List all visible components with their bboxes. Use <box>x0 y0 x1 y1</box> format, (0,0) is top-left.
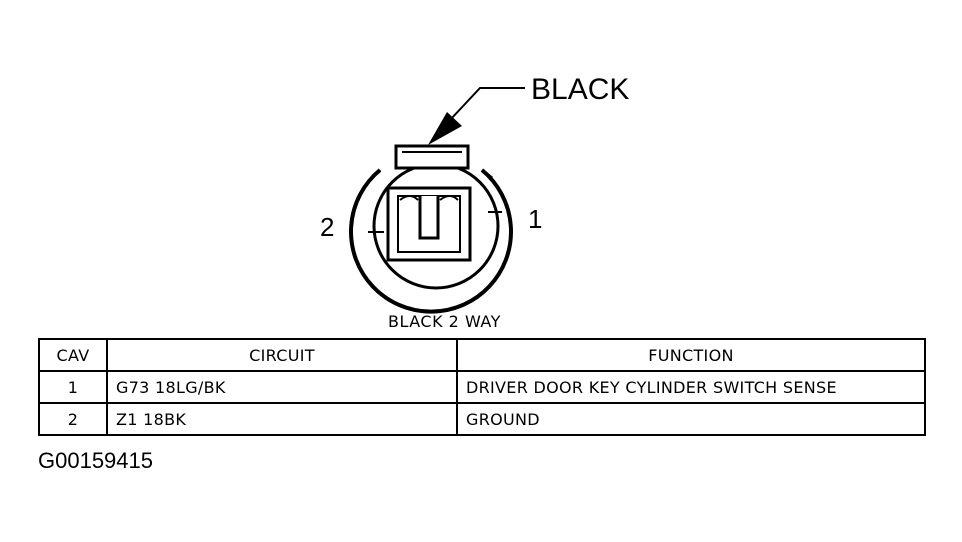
cell-function: DRIVER DOOR KEY CYLINDER SWITCH SENSE <box>456 370 926 404</box>
connector-body <box>349 144 513 314</box>
cell-function: GROUND <box>456 402 926 436</box>
figure-id: G00159415 <box>38 448 153 473</box>
pin-1-label: 1 <box>528 204 542 234</box>
cell-circuit: Z1 18BK <box>106 402 458 436</box>
connector-caption: BLACK 2 WAY <box>388 312 501 331</box>
table-row: 2 Z1 18BK GROUND <box>38 402 926 436</box>
cell-cav: 1 <box>38 370 108 404</box>
header-circuit: CIRCUIT <box>106 338 458 372</box>
cell-cav: 2 <box>38 402 108 436</box>
pinout-table: CAV CIRCUIT FUNCTION 1 G73 18LG/BK DRIVE… <box>38 338 926 436</box>
callout-arrowhead <box>428 112 462 145</box>
table-header-row: CAV CIRCUIT FUNCTION <box>38 338 926 372</box>
color-callout-label: BLACK <box>531 73 629 106</box>
header-function: FUNCTION <box>456 338 926 372</box>
callout-leader <box>449 87 525 121</box>
pin-2-label: 2 <box>320 212 334 242</box>
cell-circuit: G73 18LG/BK <box>106 370 458 404</box>
header-cav: CAV <box>38 338 108 372</box>
table-row: 1 G73 18LG/BK DRIVER DOOR KEY CYLINDER S… <box>38 370 926 404</box>
